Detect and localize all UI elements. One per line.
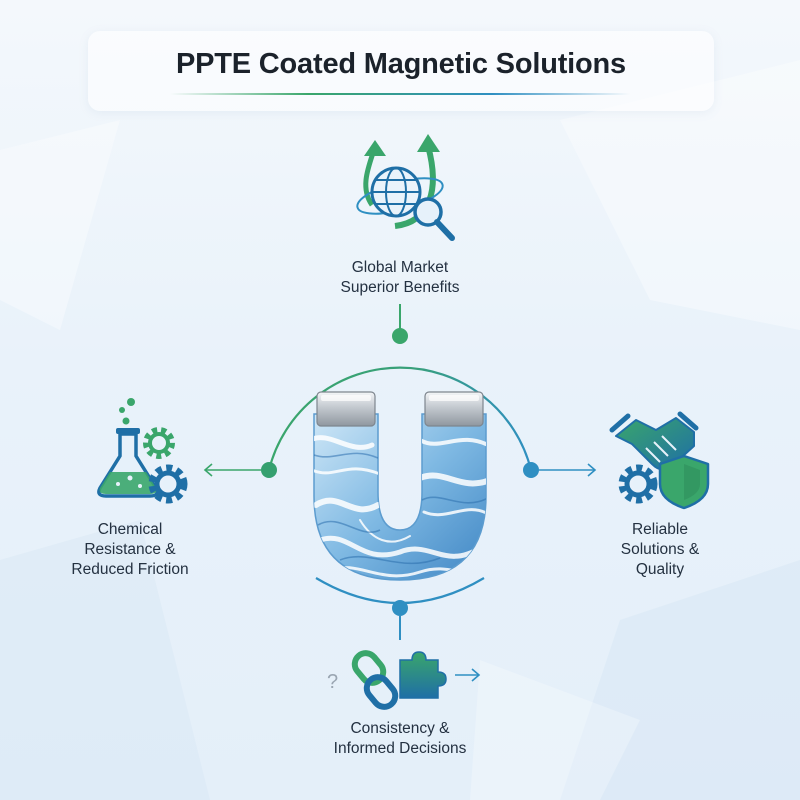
arrow-right-icon (587, 463, 597, 477)
node-left-line2: Resistance & (84, 541, 176, 558)
node-label-right: Reliable Solutions & Quality (580, 520, 740, 580)
node-bottom-line1: Consistency & (350, 720, 450, 737)
node-label-bottom: Consistency & Informed Decisions (300, 719, 500, 759)
node-right-line1: Reliable (631, 521, 688, 538)
chain-puzzle-icon: ? (327, 650, 481, 710)
node-left-line3: Reduced Friction (71, 561, 189, 578)
node-label-left: Chemical Resistance & Reduced Friction (40, 520, 220, 580)
arrow-right-small-icon (471, 668, 481, 682)
title-underline (170, 93, 630, 95)
globe-growth-magnifier-icon (356, 134, 455, 241)
arrow-left-icon (203, 463, 213, 477)
node-label-top: Global Market Superior Benefits (300, 258, 500, 298)
node-top-line1: Global Market (351, 259, 449, 276)
node-right-line2: Solutions & (620, 541, 700, 558)
node-dot-left (261, 462, 277, 478)
node-dot-top (392, 328, 408, 344)
node-bottom-line2: Informed Decisions (333, 740, 467, 757)
marbled-horseshoe-magnet-icon (313, 391, 487, 581)
question-mark-icon: ? (327, 671, 338, 693)
handshake-gear-shield-icon (609, 411, 710, 510)
page-title: PPTE Coated Magnetic Solutions (176, 48, 626, 80)
title-panel (88, 31, 714, 111)
node-dot-right (523, 462, 539, 478)
node-right-line3: Quality (635, 561, 685, 578)
connector-arc-bottom (315, 577, 485, 605)
node-left-line1: Chemical (97, 521, 163, 538)
node-dot-bottom (392, 600, 408, 616)
connector-arc (267, 366, 533, 471)
flask-gears-icon (97, 398, 188, 504)
node-top-line2: Superior Benefits (340, 279, 460, 296)
